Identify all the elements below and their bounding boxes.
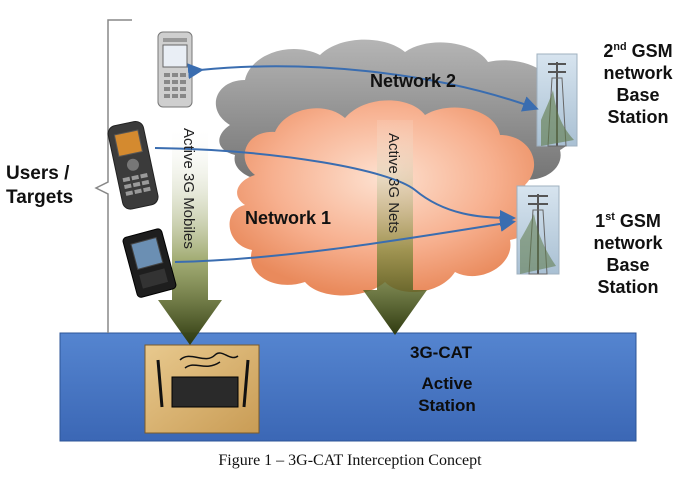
gsm2-label: 2nd GSM network Base Station [583, 36, 693, 128]
gsm1-num: 1 [595, 211, 606, 231]
active-station-line1: Active [421, 374, 473, 393]
network1-label: Network 1 [245, 208, 332, 228]
gsm1-line1: GSM [619, 211, 661, 231]
gsm1-sup: st [605, 211, 615, 223]
users-label: Users / Targets [6, 162, 73, 210]
active-station-line2: Station [418, 396, 476, 415]
active-mobiles-label: Active 3G Mobiles [180, 128, 197, 249]
link-slider-tower1 [174, 216, 516, 263]
phone-slider [122, 228, 177, 298]
users-bracket [94, 19, 132, 333]
gsm2-line3: Base [616, 85, 660, 105]
gsm1-label: 1st GSM network Base Station [573, 206, 683, 298]
link-nokia-tower2 [187, 63, 539, 112]
station-photo [144, 344, 260, 434]
gsm2-line4: Station [607, 107, 669, 127]
gsm1-line3: Base [606, 255, 650, 275]
phone-rugged [107, 120, 159, 210]
gsm1-line2: network [593, 233, 663, 253]
link-rugged-tower1 [154, 147, 516, 226]
figure-caption: Figure 1 – 3G-CAT Interception Concept [218, 452, 482, 469]
users-line-2: Targets [6, 187, 74, 208]
gsm2-num: 2 [603, 41, 614, 61]
tower-1 [516, 185, 560, 275]
users-line-1: Users / [6, 163, 70, 184]
arrow-mobiles [158, 130, 222, 345]
active-nets-label: Active 3G Nets [385, 133, 402, 234]
cat-title: 3G-CAT [410, 343, 473, 362]
tower-2 [536, 53, 578, 147]
network2-label: Network 2 [370, 71, 457, 91]
phone-nokia [157, 31, 193, 108]
gsm2-line1: GSM [631, 41, 673, 61]
gsm1-line4: Station [597, 277, 659, 297]
gsm2-line2: network [603, 63, 673, 83]
gsm2-sup: nd [613, 41, 627, 53]
active-station-label: Active Station [392, 373, 502, 417]
